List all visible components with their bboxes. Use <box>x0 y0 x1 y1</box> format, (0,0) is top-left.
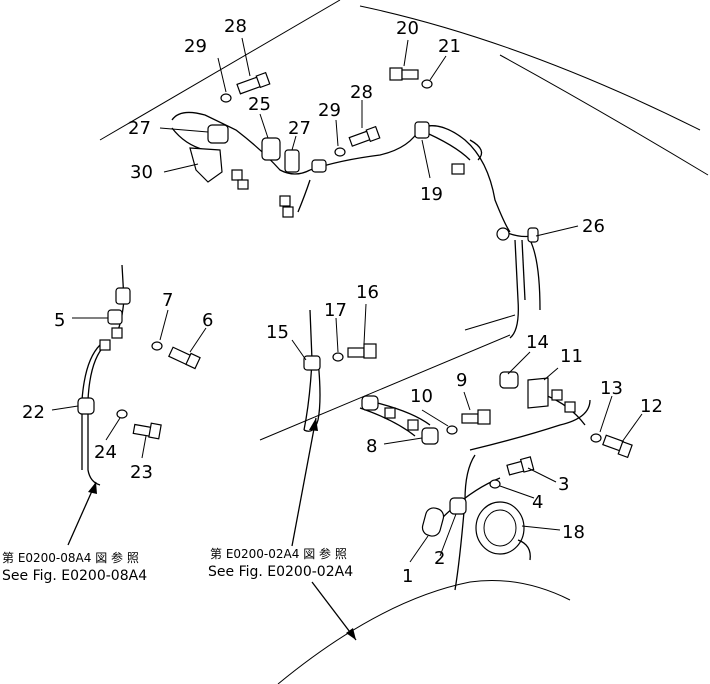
parts <box>77 67 633 561</box>
bolt-23 <box>132 422 162 440</box>
label-12: 12 <box>640 396 663 417</box>
washer-17 <box>332 352 344 362</box>
label-13: 13 <box>600 378 623 399</box>
label-28: 28 <box>350 82 373 103</box>
clip-19 <box>414 121 430 139</box>
washer-24 <box>116 409 128 419</box>
connector <box>279 195 291 207</box>
label-18: 18 <box>562 522 585 543</box>
bolt-28-right <box>348 125 381 147</box>
connector <box>451 163 465 175</box>
connector <box>231 169 243 181</box>
label-10: 10 <box>410 386 433 407</box>
label-14: 14 <box>526 332 549 353</box>
clamp-5 <box>107 309 123 325</box>
clamp <box>361 395 379 411</box>
bolt-3 <box>506 456 535 476</box>
label-5: 5 <box>54 310 65 331</box>
label-9: 9 <box>456 370 467 391</box>
bracket-11 <box>527 377 549 409</box>
washer-21 <box>421 79 433 89</box>
connector <box>99 339 111 351</box>
bolt-9 <box>461 409 491 425</box>
bolt-28-left <box>236 71 271 95</box>
figure-references: 第 E0200-08A4 図 参 照 See Fig. E0200-08A4 第… <box>2 546 353 584</box>
clamp-27-right <box>284 149 300 173</box>
connector <box>407 419 419 431</box>
label-30: 30 <box>130 162 153 183</box>
label-17: 17 <box>324 300 347 321</box>
grommet <box>496 227 510 241</box>
label-11: 11 <box>560 346 583 367</box>
bolt-12 <box>602 434 633 459</box>
label-23: 23 <box>130 462 153 483</box>
label-6: 6 <box>202 310 213 331</box>
clamp-upper <box>115 287 131 305</box>
bracket-30 <box>189 147 223 183</box>
part-labels: 28 29 25 27 27 30 29 28 20 21 19 26 5 7 … <box>22 16 663 587</box>
label-28: 28 <box>224 16 247 37</box>
connector <box>384 407 396 419</box>
washer-29-left <box>220 93 232 103</box>
reference-right-jp: 第 E0200-02A4 図 参 照 <box>210 546 347 561</box>
arrow-right-down <box>311 581 357 641</box>
clamp-26 <box>527 227 539 243</box>
washer-7 <box>151 341 163 351</box>
washer-29-right <box>334 147 346 157</box>
connector <box>111 327 123 339</box>
clamp-8 <box>421 427 439 445</box>
bolt-20 <box>389 67 419 81</box>
label-27: 27 <box>128 118 151 139</box>
washer-13 <box>590 433 602 443</box>
label-21: 21 <box>438 36 461 57</box>
washer-4 <box>489 479 501 489</box>
label-4: 4 <box>532 492 543 513</box>
label-27: 27 <box>288 118 311 139</box>
label-24: 24 <box>94 442 117 463</box>
label-25: 25 <box>248 94 271 115</box>
label-7: 7 <box>162 290 173 311</box>
label-15: 15 <box>266 322 289 343</box>
leader-lines <box>51 37 643 563</box>
connector <box>551 389 563 401</box>
reference-left-en: See Fig. E0200-08A4 <box>2 568 147 584</box>
label-3: 3 <box>558 474 569 495</box>
sleeve-1 <box>421 507 445 537</box>
reference-arrows <box>67 417 357 641</box>
clamp-2 <box>449 497 467 515</box>
clip <box>311 159 327 173</box>
clamp-27-left <box>207 124 229 144</box>
component-18 <box>475 501 525 555</box>
connector <box>237 179 249 190</box>
machine-outline <box>99 0 709 684</box>
washer-10 <box>446 425 458 435</box>
label-16: 16 <box>356 282 379 303</box>
clamp-14 <box>499 371 519 389</box>
reference-left-jp: 第 E0200-08A4 図 参 照 <box>2 550 139 565</box>
label-2: 2 <box>434 548 445 569</box>
arrow-right-up <box>291 417 317 547</box>
label-29: 29 <box>318 100 341 121</box>
label-8: 8 <box>366 436 377 457</box>
label-19: 19 <box>420 184 443 205</box>
bolt-6 <box>168 346 201 370</box>
bolt-16 <box>347 343 377 359</box>
clamp-15 <box>303 355 321 371</box>
clamp-25 <box>261 137 281 161</box>
label-26: 26 <box>582 216 605 237</box>
clamp-22 <box>77 397 95 415</box>
label-22: 22 <box>22 402 45 423</box>
label-1: 1 <box>402 566 413 587</box>
reference-right-en: See Fig. E0200-02A4 <box>208 564 353 580</box>
connector <box>282 206 294 218</box>
connector <box>564 401 576 413</box>
label-29: 29 <box>184 36 207 57</box>
label-20: 20 <box>396 18 419 39</box>
